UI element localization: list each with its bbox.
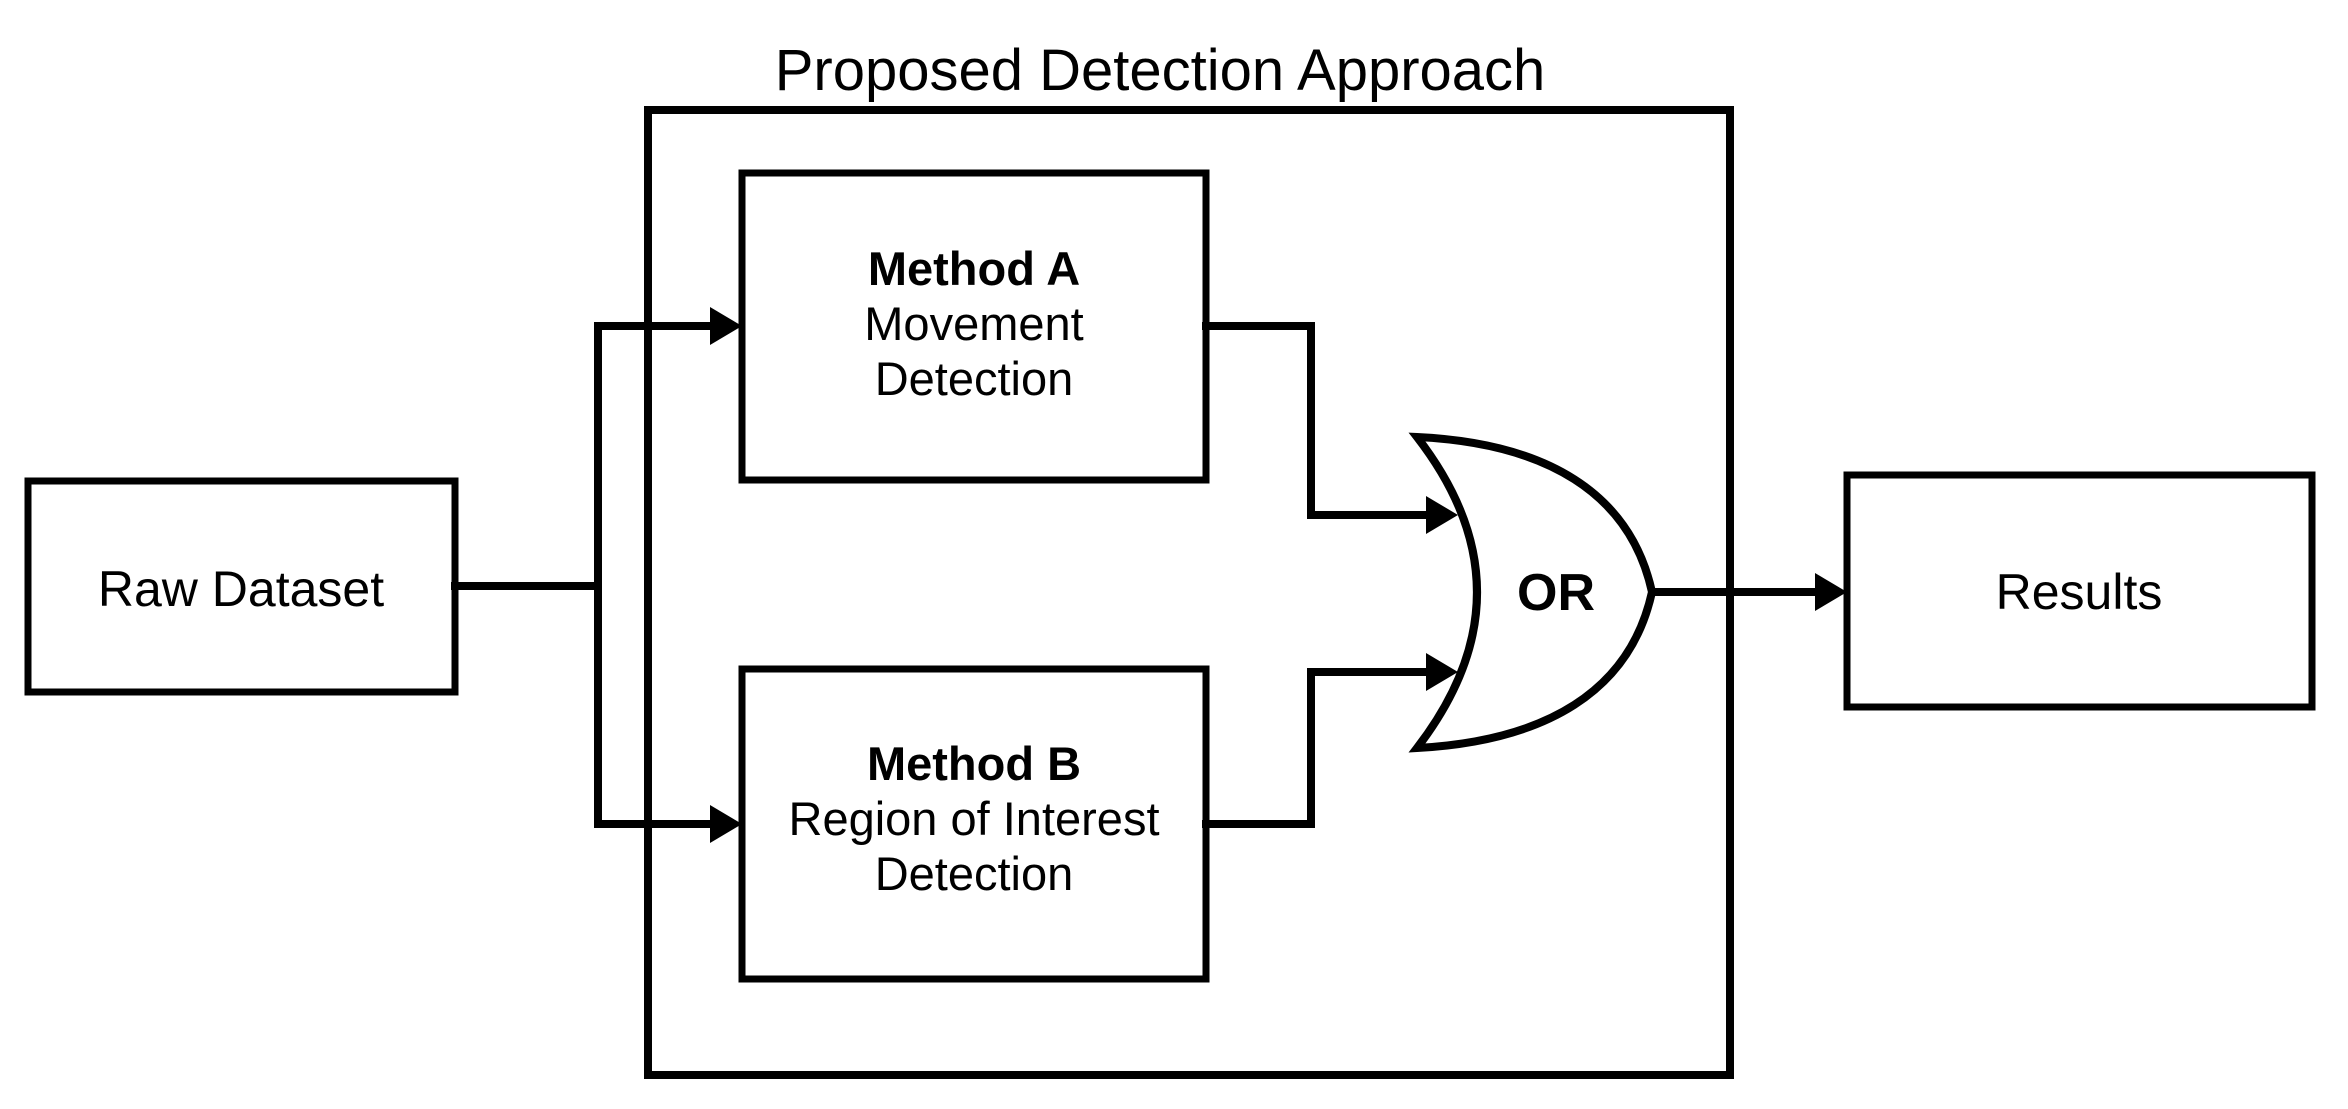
method-a-subtitle-line2: Detection	[875, 352, 1074, 405]
raw-dataset-node	[24, 477, 459, 696]
raw-dataset-label: Raw Dataset	[98, 561, 384, 617]
connector-method-b-to-or	[1202, 653, 1458, 828]
method-b-title: Method B	[867, 737, 1081, 790]
method-b-subtitle-line2: Detection	[875, 847, 1074, 900]
method-b-subtitle-line1: Region of Interest	[789, 792, 1160, 845]
connector-method-a-to-or	[1202, 322, 1458, 534]
results-label: Results	[1996, 564, 2163, 620]
method-a-node	[738, 169, 1210, 484]
results-node	[1843, 471, 2316, 711]
or-gate-shape	[1408, 432, 1657, 753]
method-a-title: Method A	[868, 242, 1080, 295]
method-a-subtitle-line1: Movement	[864, 297, 1083, 350]
or-gate-label: OR	[1517, 564, 1595, 622]
diagram-title: Proposed Detection Approach	[775, 38, 1546, 103]
